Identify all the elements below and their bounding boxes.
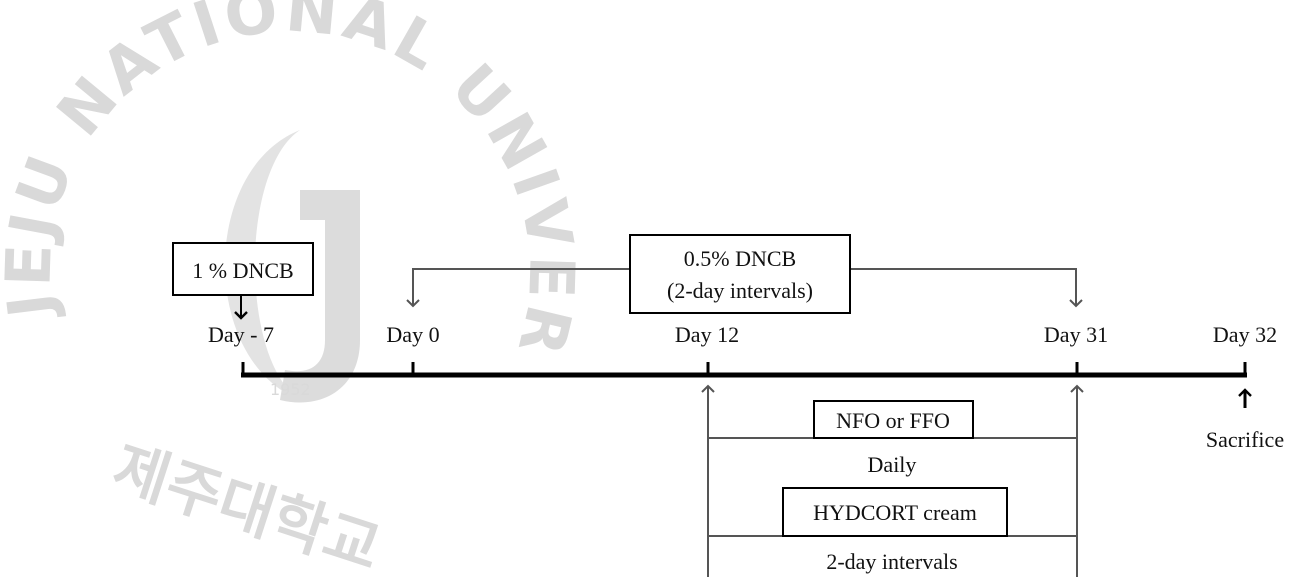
treatment-2-schedule: 2-day intervals <box>826 549 957 574</box>
sensitization-label: 1 % DNCB <box>192 258 293 283</box>
treatment-1-box <box>813 400 974 439</box>
treatment-1-schedule: Daily <box>868 452 917 477</box>
challenge-line2: (2-day intervals) <box>667 278 813 303</box>
treatment-2-box <box>782 487 1008 537</box>
treatment-2-name: HYDCORT cream <box>813 500 977 525</box>
watermark-arc-text: JEJU NATIONAL UNIVERSITY 1952 <box>0 0 585 366</box>
sensitization-box <box>172 242 314 296</box>
day-label-31: Day 31 <box>1044 322 1108 347</box>
challenge-bracket-left <box>406 268 630 308</box>
day-label-0: Day 0 <box>386 322 439 347</box>
watermark-crescent <box>225 130 300 400</box>
watermark-year: 1952 <box>270 380 311 399</box>
day-label-minus-7: Day - 7 <box>208 322 274 347</box>
day-label-12: Day 12 <box>675 322 739 347</box>
sacrifice-label: Sacrifice <box>1206 427 1284 452</box>
watermark-j-letter <box>280 190 360 403</box>
treatment-1-name: NFO or FFO <box>836 408 950 433</box>
challenge-line1: 0.5% DNCB <box>684 246 796 271</box>
challenge-box <box>629 234 851 314</box>
watermark-korean-name: 제주대학교 <box>105 433 389 577</box>
challenge-bracket-right <box>850 268 1083 308</box>
svg-text:JEJU NATIONAL UNIVERSITY 1952: JEJU NATIONAL UNIVERSITY 1952 <box>0 0 589 366</box>
day-label-32: Day 32 <box>1213 322 1277 347</box>
